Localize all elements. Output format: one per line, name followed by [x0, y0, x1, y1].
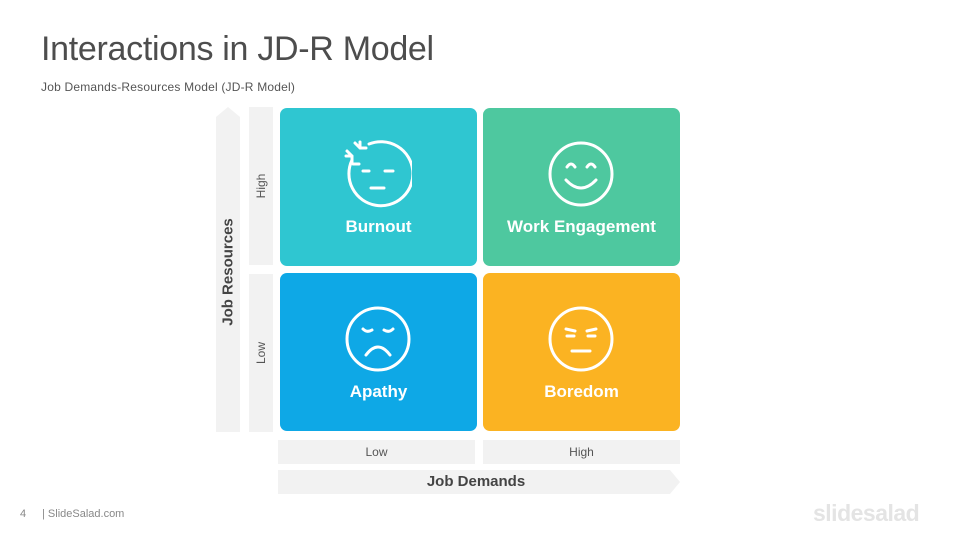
quadrant-apathy-label: Apathy	[349, 382, 408, 401]
quadrant-burnout-label: Burnout	[345, 217, 412, 236]
x-axis-label: Job Demands	[426, 473, 526, 490]
quadrant-work-engagement: Work Engagement	[483, 108, 680, 266]
quadrant-boredom-label: Boredom	[544, 382, 619, 401]
y-axis-arrow	[216, 107, 240, 432]
bored-face-icon	[548, 306, 614, 372]
quadrant-work-engagement-label: Work Engagement	[507, 217, 656, 236]
footer-source: | SlideSalad.com	[42, 508, 125, 520]
y-level-low: Low	[249, 274, 273, 432]
x-level-low: Low	[278, 440, 475, 464]
quadrant-boredom: Boredom	[483, 273, 680, 431]
brand-logo: slidesalad	[813, 500, 920, 526]
happy-face-icon	[548, 141, 614, 207]
slide-title: Interactions in JD-R Model	[41, 30, 434, 68]
y-level-high: High	[249, 107, 273, 265]
x-level-high: High	[483, 440, 680, 464]
slide-subtitle: Job Demands-Resources Model (JD-R Model)	[41, 80, 296, 94]
y-axis-label: Job Resources	[219, 218, 237, 326]
y-level-high-label: High	[254, 173, 268, 199]
quadrant-apathy: Apathy	[280, 273, 477, 431]
sad-face-icon	[345, 306, 411, 372]
page-number: 4	[20, 508, 27, 520]
y-level-low-label: Low	[254, 341, 268, 365]
quadrant-burnout: Burnout	[280, 108, 477, 266]
frustrated-face-icon	[344, 140, 412, 208]
x-axis-arrow	[278, 470, 680, 494]
